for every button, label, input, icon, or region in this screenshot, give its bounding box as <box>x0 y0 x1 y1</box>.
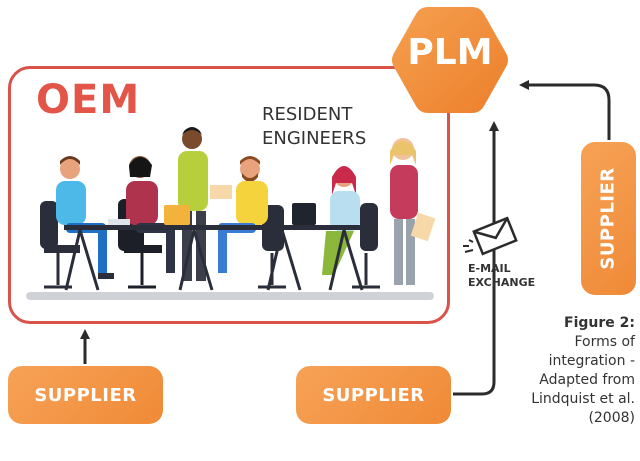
caption-line-4: Lindquist et al. <box>531 391 635 407</box>
team-illustration <box>26 127 436 300</box>
table-right <box>214 225 364 291</box>
person-standing-green <box>178 127 208 281</box>
caption-title: Figure 2: <box>564 315 635 331</box>
caption-line-1: Forms of <box>574 334 635 350</box>
envelope-icon <box>463 216 518 256</box>
plm-label: PLM <box>407 32 493 73</box>
figure-caption: Figure 2: Forms of integration - Adapted… <box>488 314 635 428</box>
supplier-left-label: SUPPLIER <box>34 384 137 406</box>
email-line-1: E-MAIL <box>468 262 511 275</box>
floor-shadow <box>26 292 434 300</box>
supplier-middle-label: SUPPLIER <box>322 384 425 406</box>
laptop-yellow <box>164 205 190 225</box>
caption-line-2: integration - <box>548 353 635 369</box>
oem-title: OEM <box>36 77 141 123</box>
supplier-middle-box: SUPPLIER <box>296 366 451 424</box>
paper-1 <box>108 219 130 225</box>
email-line-2: EXCHANGE <box>468 276 536 289</box>
supplier-left-box: SUPPLIER <box>8 366 163 424</box>
plm-hexagon <box>392 7 508 113</box>
laptop-dark <box>292 203 316 225</box>
table-left <box>64 225 214 291</box>
arrow-email-path <box>453 121 499 396</box>
person-standing-blonde <box>390 138 436 285</box>
arrow-left-icon <box>519 80 611 140</box>
resident-line-2: ENGINEERS <box>262 128 367 149</box>
supplier-right-label: SUPPLIER <box>598 167 620 270</box>
resident-engineers-label: RESIDENT ENGINEERS <box>262 103 402 151</box>
supplier-right-box: SUPPLIER <box>581 142 636 295</box>
email-exchange-label: E-MAIL EXCHANGE <box>468 262 558 290</box>
chair-4 <box>352 203 380 289</box>
resident-line-1: RESIDENT <box>262 104 353 125</box>
caption-line-5: (2008) <box>588 410 635 426</box>
paper-held <box>210 185 232 199</box>
caption-line-3: Adapted from <box>539 372 635 388</box>
